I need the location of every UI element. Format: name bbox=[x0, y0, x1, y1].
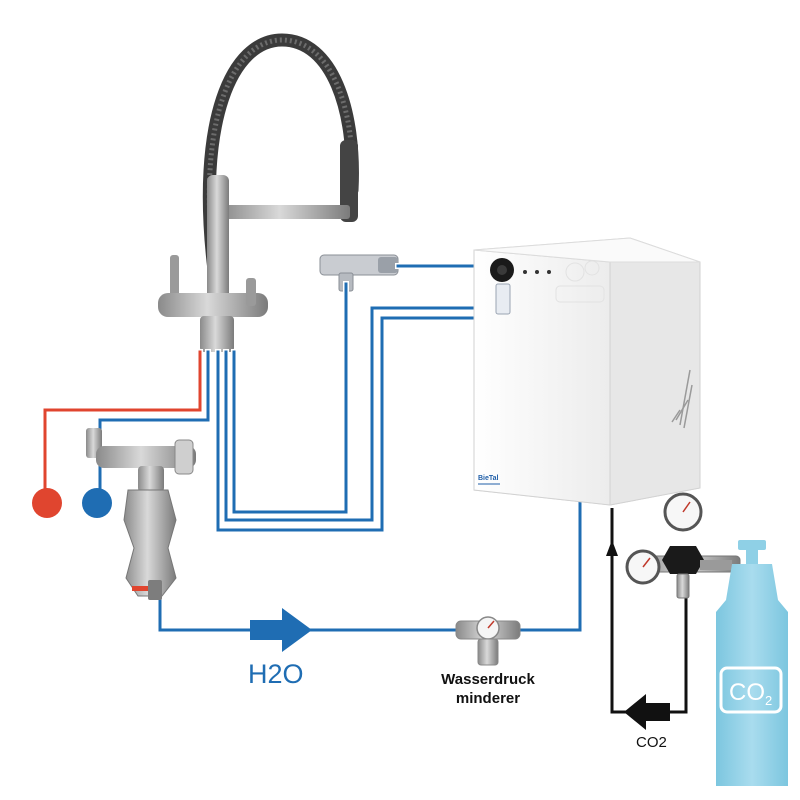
regulator-knob bbox=[662, 546, 704, 574]
cooler-side-panel bbox=[609, 261, 701, 506]
faucet-spring-coils bbox=[206, 37, 355, 271]
faucet-body bbox=[207, 175, 229, 315]
cooler-vent bbox=[671, 369, 693, 429]
cooler-brand-label: BieTal bbox=[478, 475, 499, 482]
co2-bottle-label-frame bbox=[719, 666, 783, 714]
hot-supply-line bbox=[43, 350, 202, 497]
co2-bottle-label: CO bbox=[729, 679, 765, 706]
co2-flow-black-arrow-icon bbox=[624, 694, 670, 730]
pressure-reducer-label-line2: minderer bbox=[456, 690, 520, 707]
faucet-mixer-block bbox=[158, 293, 268, 317]
angle-valve bbox=[86, 428, 196, 600]
water-label: H2O bbox=[248, 659, 304, 689]
cooler-front-panel bbox=[473, 249, 611, 506]
co2-bottle-label-subscript: 2 bbox=[765, 693, 772, 708]
co2-line-label: CO2 bbox=[636, 734, 667, 751]
cold-water-blue-dot-icon bbox=[82, 488, 112, 518]
cooler-top bbox=[473, 237, 701, 263]
kitchen-faucet bbox=[158, 33, 359, 352]
water-flow-blue-arrow-icon bbox=[250, 608, 312, 652]
co2-bottle: CO 2 bbox=[716, 540, 788, 786]
hot-water-red-dot-icon bbox=[32, 488, 62, 518]
mixer-feed-line bbox=[232, 282, 348, 514]
faucet-left-lever bbox=[170, 255, 179, 300]
faucet-spray-head bbox=[340, 140, 358, 222]
chilled-water-line-1 bbox=[216, 316, 490, 532]
faucet-base bbox=[200, 316, 234, 352]
co2-gas-line bbox=[610, 508, 688, 714]
co2-regulator bbox=[625, 492, 741, 599]
supply-to-cooler-line bbox=[158, 498, 582, 632]
pressure-reducer-label-line1: Wasserdruck bbox=[441, 671, 535, 688]
pressure-reducer bbox=[455, 616, 521, 666]
water-cooler: BieTal bbox=[473, 237, 701, 506]
faucet-right-lever bbox=[246, 278, 256, 306]
chilled-water-line-2 bbox=[224, 306, 488, 522]
inline-mixer bbox=[319, 254, 399, 292]
co2-up-arrow-icon bbox=[606, 540, 618, 556]
faucet-spray-holder bbox=[222, 205, 350, 219]
